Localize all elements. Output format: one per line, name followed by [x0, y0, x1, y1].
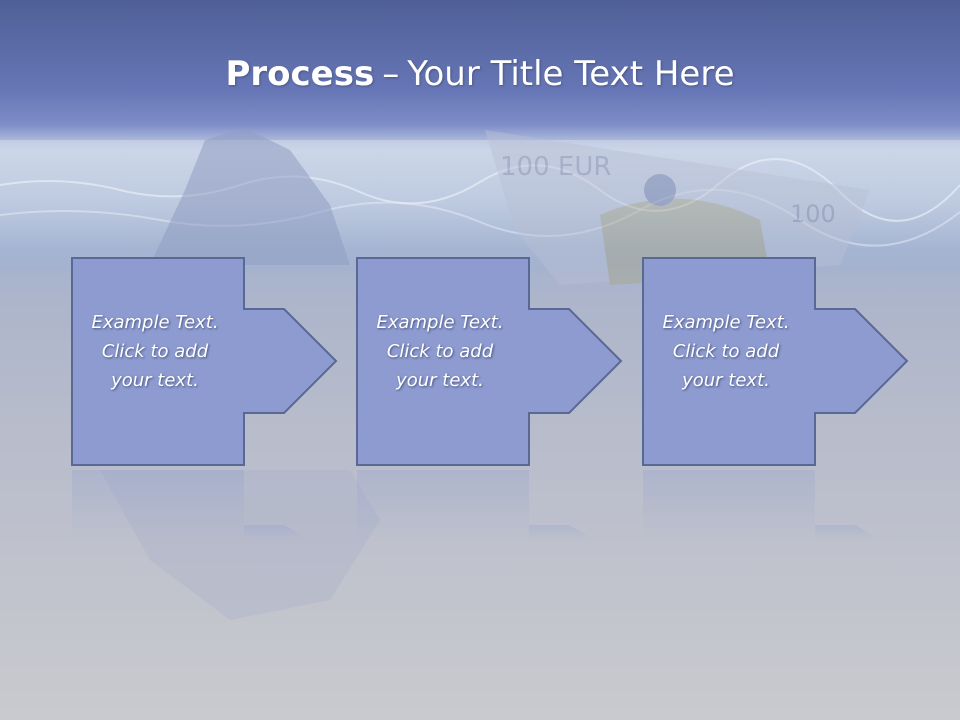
step-3-text[interactable]: Example Text. Click to add your text. — [641, 308, 811, 395]
right-arrow-icon — [356, 257, 623, 466]
process-step-3[interactable]: Example Text. Click to add your text. — [641, 256, 909, 468]
step-2-line-2: Click to add — [386, 341, 494, 362]
right-arrow-icon — [71, 257, 338, 466]
title-rest: Your Title Text Here — [407, 54, 735, 94]
step-1-line-3: your text. — [111, 370, 199, 391]
right-arrow-icon — [642, 257, 909, 466]
iceberg-shape — [150, 128, 350, 265]
step-1-line-2: Click to add — [101, 341, 209, 362]
process-step-1[interactable]: Example Text. Click to add your text. — [70, 256, 338, 468]
process-step-2[interactable]: Example Text. Click to add your text. — [355, 256, 623, 468]
step-1-line-1: Example Text. — [91, 312, 219, 333]
slide-title[interactable]: Process–Your Title Text Here — [0, 50, 960, 98]
title-separator: – — [382, 54, 400, 94]
step-1-text[interactable]: Example Text. Click to add your text. — [70, 308, 240, 395]
step-1-reflection — [70, 470, 338, 540]
step-3-line-2: Click to add — [672, 341, 780, 362]
step-2-reflection — [355, 470, 623, 540]
step-3-reflection — [641, 470, 909, 540]
step-3-line-1: Example Text. — [662, 312, 790, 333]
step-2-line-1: Example Text. — [376, 312, 504, 333]
step-2-text[interactable]: Example Text. Click to add your text. — [355, 308, 525, 395]
step-2-line-3: your text. — [396, 370, 484, 391]
svg-text:100: 100 — [790, 200, 836, 228]
svg-text:100 EUR: 100 EUR — [500, 152, 611, 182]
title-bold: Process — [225, 54, 375, 94]
step-3-line-3: your text. — [682, 370, 770, 391]
